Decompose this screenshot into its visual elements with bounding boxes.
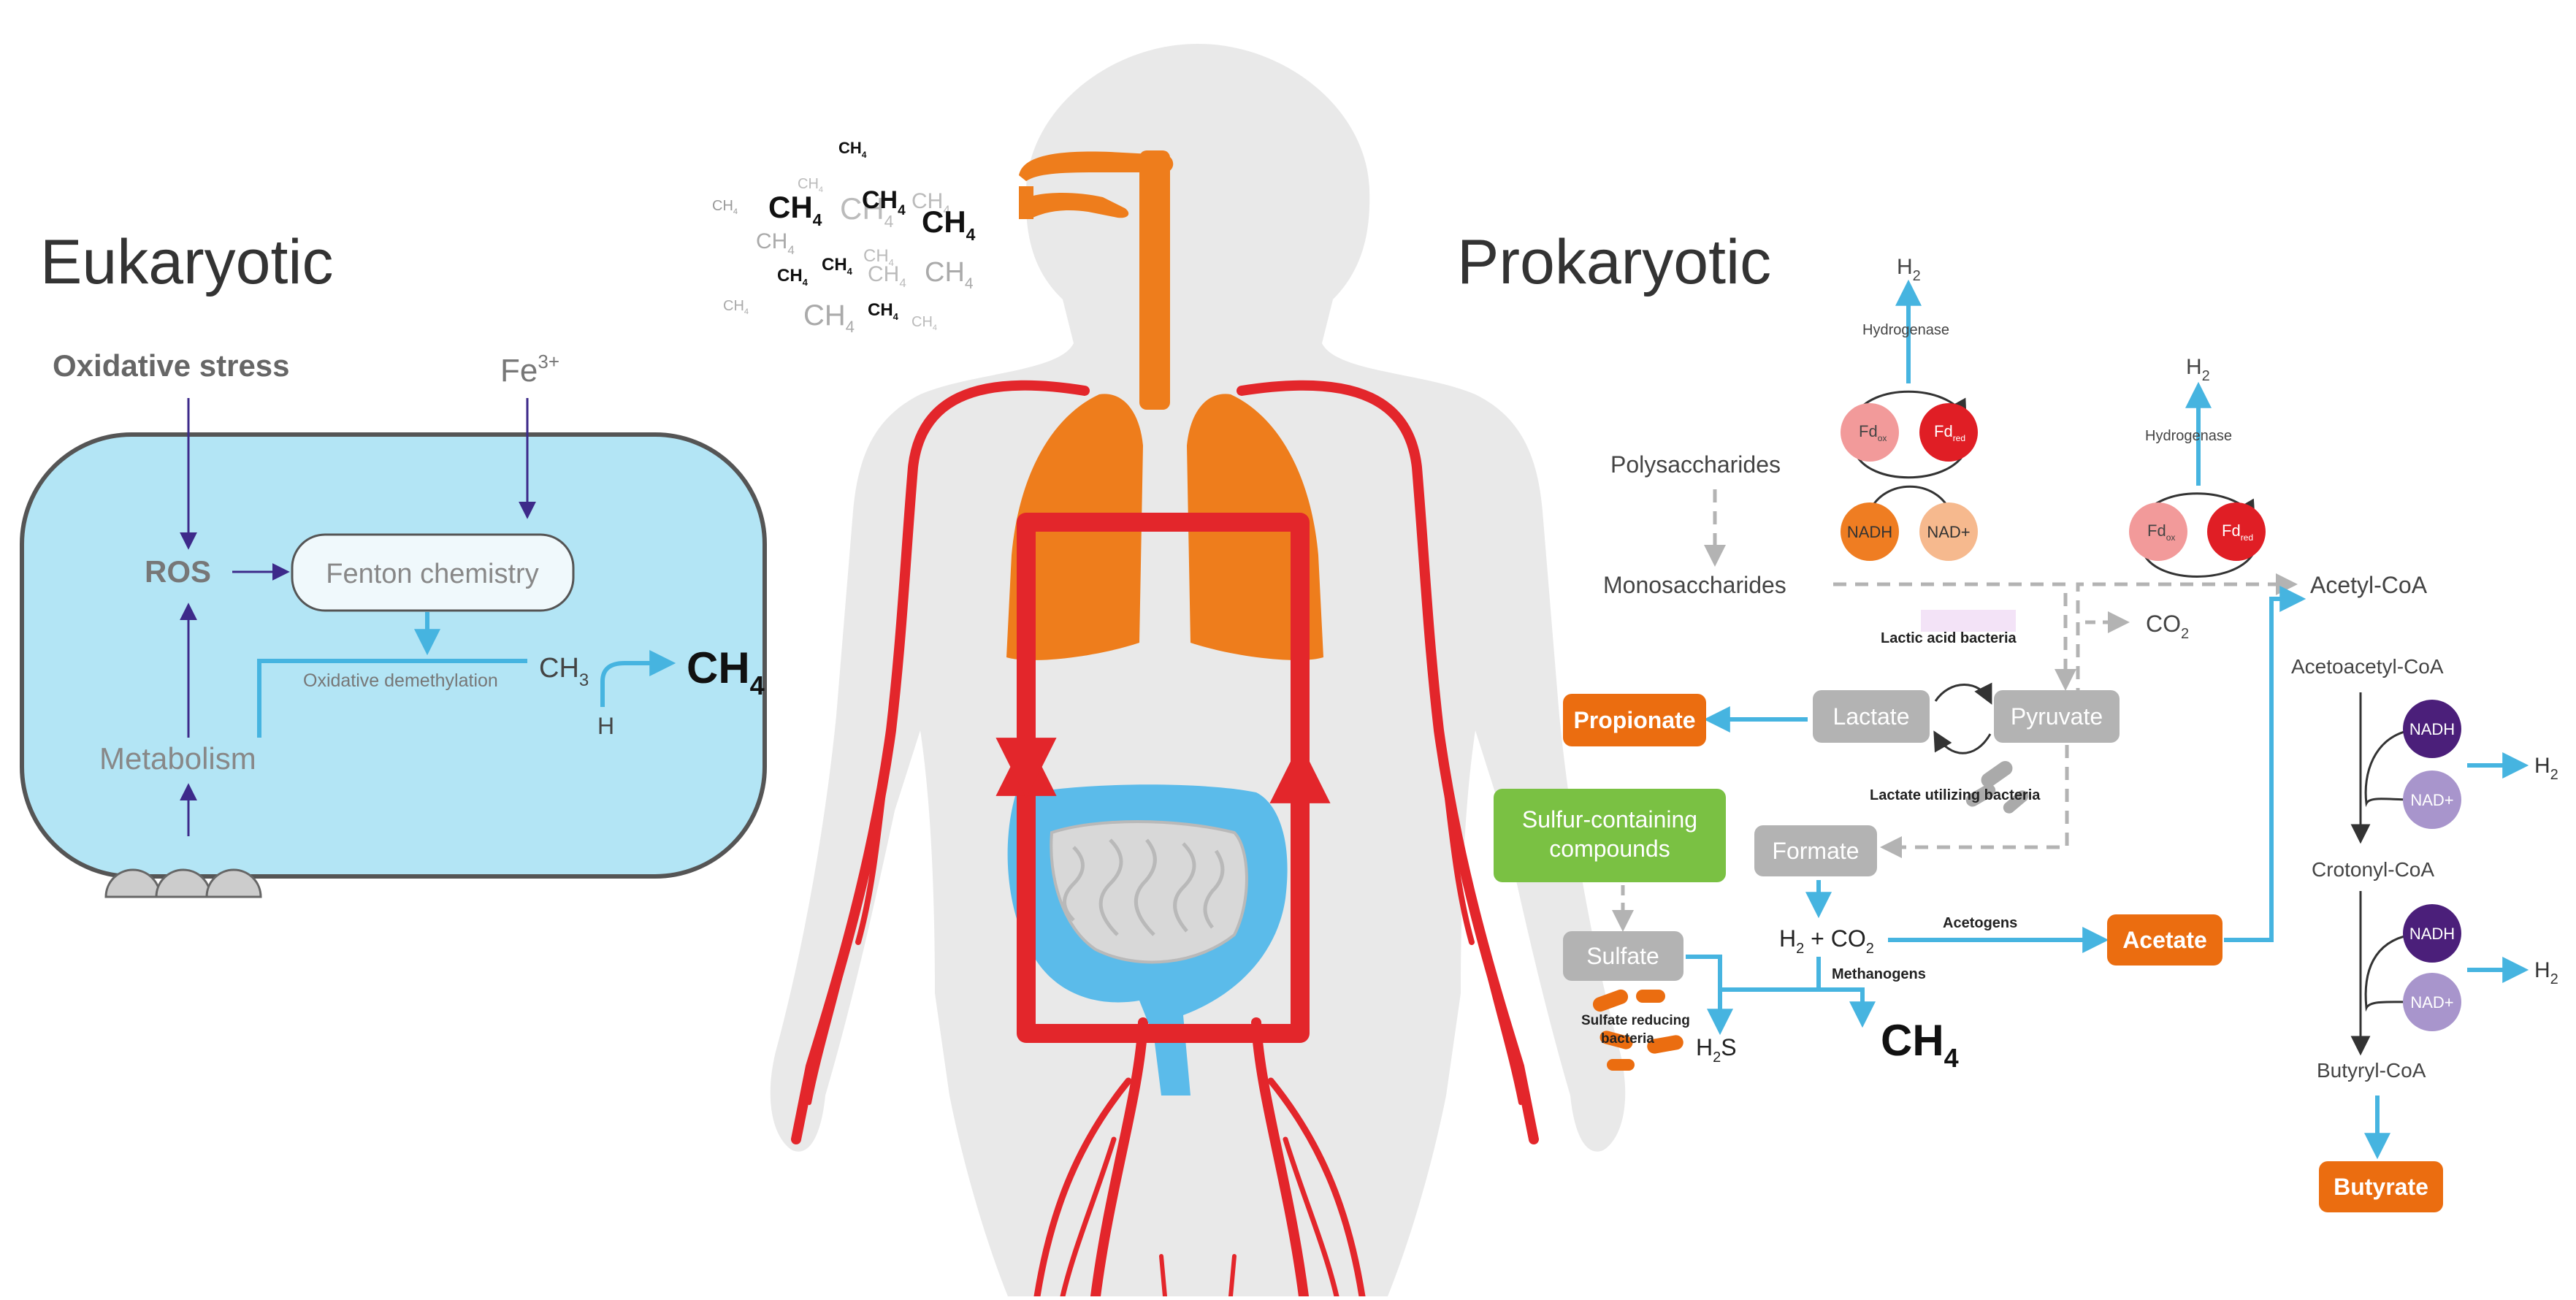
demethylation-label: Oxidative demethylation [303, 670, 498, 691]
lactate-utilizing-label: Lactate utilizing bacteria [1870, 787, 2041, 803]
sulfate-to-h2s-arrow [1686, 957, 1720, 1030]
prokaryotic-ch4-label: CH4 [1881, 1016, 1959, 1073]
eukaryotic-title: Eukaryotic [40, 227, 334, 297]
nadh-label-2: NADH [2409, 720, 2455, 738]
metabolism-label: Metabolism [99, 741, 256, 776]
methane-molecule: CH4 [822, 255, 853, 277]
methane-molecule: CH4 [862, 186, 906, 218]
hydrogenase2-label: Hydrogenase [2145, 428, 2232, 444]
fenton-chemistry-label: Fenton chemistry [326, 559, 538, 589]
prokaryotic-panel: Prokaryotic H2 Hydrogenase Fdox Fdred NA… [1457, 227, 2558, 1212]
sulfate-label: Sulfate [1586, 943, 1659, 969]
hydrogenase1-label: Hydrogenase [1862, 322, 1949, 338]
acetogens-label: Acetogens [1943, 915, 2017, 931]
acetoacetyl-coa-label: Acetoacetyl-CoA [2291, 655, 2444, 678]
methane-molecule: CH4 [768, 190, 822, 229]
monosaccharides-label: Monosaccharides [1603, 572, 1786, 598]
oxidative-stress-label: Oxidative stress [53, 348, 290, 383]
h2-right-1: H2 [2534, 754, 2558, 783]
lactic-acid-bacteria-label: Lactic acid bacteria [1881, 630, 2017, 646]
sulfur-line2: compounds [1549, 836, 1670, 862]
lactate-pyruvate-top-arc [1935, 685, 1990, 702]
acetate-label: Acetate [2122, 927, 2207, 953]
methane-molecule: CH4 [838, 139, 867, 160]
pyruvate-to-acetylcoa-arrow [2078, 584, 2293, 701]
ros-label: ROS [145, 554, 211, 589]
nad-label-1: NAD+ [1927, 523, 1970, 541]
methane-molecule: CH4 [756, 229, 795, 257]
propionate-label: Propionate [1573, 707, 1695, 733]
h2-right-2: H2 [2534, 958, 2558, 987]
butyrate-label: Butyrate [2334, 1174, 2428, 1200]
co2-label: CO2 [2146, 611, 2189, 642]
methanogens-to-ch4-arrow [1720, 990, 1862, 1022]
methane-molecule: CH4 [723, 298, 749, 316]
methane-molecule: CH4 [922, 204, 976, 244]
membrane-bumps [106, 870, 261, 897]
lactate-label: Lactate [1833, 703, 1910, 730]
methane-molecule: CH4 [925, 257, 974, 292]
pyruvate-label: Pyruvate [2011, 703, 2103, 730]
fe3-label: Fe3+ [500, 351, 559, 389]
prokaryotic-title: Prokaryotic [1457, 227, 1771, 297]
nad-label-3: NAD+ [2410, 993, 2453, 1012]
nadh-cycle-arc-1 [2366, 730, 2410, 803]
lactic-bacteria-shape [1921, 610, 2016, 632]
butyryl-coa-label: Butyryl-CoA [2317, 1059, 2426, 1082]
crotonyl-coa-label: Crotonyl-CoA [2312, 858, 2434, 881]
acetate-to-acetylcoa-arrow [2224, 599, 2301, 940]
sulfur-line1: Sulfur-containing [1522, 806, 1697, 833]
h2-co2-label: H2 + CO2 [1779, 925, 1874, 957]
polysaccharides-label: Polysaccharides [1610, 451, 1781, 478]
methanogens-label: Methanogens [1832, 966, 1926, 982]
methane-molecule: CH4 [868, 262, 906, 290]
h-label: H [597, 713, 614, 739]
eukaryotic-panel: Eukaryotic Oxidative stress Fe3+ ROS Fen… [22, 227, 765, 897]
acetyl-coa-label: Acetyl-CoA [2310, 572, 2428, 598]
h2s-label: H2S [1696, 1034, 1737, 1066]
methane-molecule: CH4 [777, 266, 809, 288]
methane-molecule: CH4 [868, 300, 899, 322]
cell-body [22, 435, 765, 876]
sulfate-reducing-label-2: bacteria [1601, 1031, 1654, 1047]
methane-molecule: CH4 [798, 176, 823, 194]
h2-top-right: H2 [2186, 355, 2210, 384]
formate-label: Formate [1772, 838, 1859, 864]
methane-molecule: CH4 [803, 299, 855, 336]
nad-label-2: NAD+ [2410, 791, 2453, 809]
h2-top-left: H2 [1897, 255, 1921, 284]
methane-molecule: CH4 [911, 314, 937, 332]
lactate-pyruvate-bottom-arc [1935, 734, 1990, 753]
sulfate-reducing-label-1: Sulfate reducing [1581, 1013, 1690, 1028]
methane-molecule: CH4 [712, 198, 738, 216]
nadh-label-1: NADH [1847, 523, 1892, 541]
nadh-label-3: NADH [2409, 925, 2455, 943]
